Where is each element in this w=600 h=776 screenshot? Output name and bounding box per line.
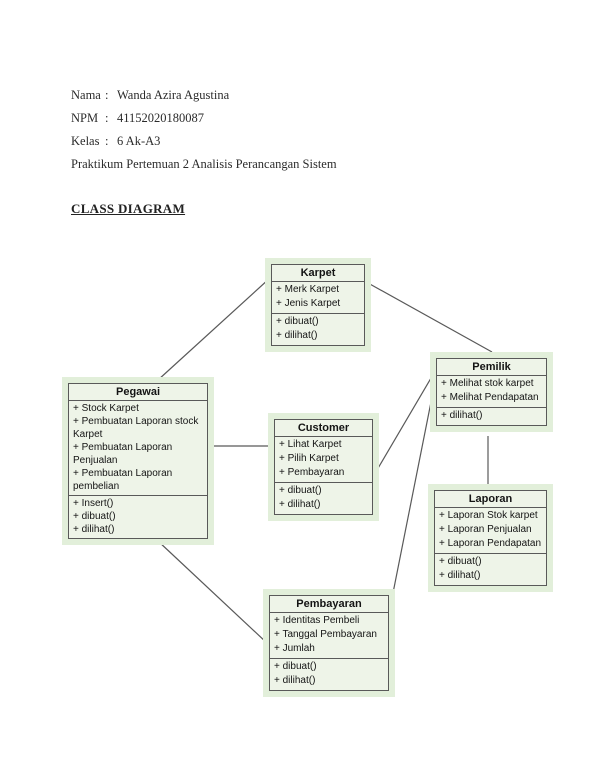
header-label: Nama	[71, 88, 101, 102]
header-line-kelas: Kelas:6 Ak-A3	[71, 130, 337, 153]
section-title: CLASS DIAGRAM	[71, 201, 186, 216]
methods-compartment: + dibuat() + dilihat()	[272, 314, 364, 345]
header-paragraph: Praktikum Pertemuan 2 Analisis Perancang…	[71, 157, 337, 171]
class-box-pembayaran: Pembayaran + Identitas Pembeli + Tanggal…	[263, 589, 395, 697]
class-title: Pembayaran	[270, 596, 388, 613]
header-value: 41152020180087	[117, 111, 205, 125]
header-label: Kelas	[71, 134, 100, 148]
class-attribute: + Tanggal Pembayaran	[274, 629, 377, 640]
methods-compartment: + dibuat() + dilihat()	[435, 554, 546, 585]
attributes-compartment: + Melihat stok karpet + Melihat Pendapat…	[437, 376, 546, 408]
class-method: + Insert()	[73, 498, 114, 509]
class-attribute: + Laporan Penjualan	[439, 524, 532, 535]
header-line-nama: Nama: Wanda Azira Agustina	[71, 84, 337, 107]
class-attribute: + Pembayaran	[279, 467, 345, 478]
class-attribute: + Melihat Pendapatan	[441, 392, 539, 403]
class-method: + dibuat()	[279, 485, 322, 496]
class-method: + dibuat()	[73, 511, 116, 522]
attributes-compartment: + Laporan Stok karpet + Laporan Penjuala…	[435, 508, 546, 554]
header-separator: :	[105, 88, 109, 102]
header-label: NPM	[71, 111, 99, 125]
connector-pegawai-karpet	[157, 277, 271, 381]
class-title: Pegawai	[69, 384, 207, 401]
class-box-laporan: Laporan + Laporan Stok karpet + Laporan …	[428, 484, 553, 592]
header-line-npm: NPM:41152020180087	[71, 107, 337, 130]
class-attribute: + Jenis Karpet	[276, 298, 341, 309]
class-attribute: + Pilih Karpet	[279, 453, 339, 464]
class-attribute: + Jumlah	[274, 643, 315, 654]
class-box-karpet: Karpet + Merk Karpet + Jenis Karpet + di…	[265, 258, 371, 352]
class-attribute: + Pembuatan Laporan Penjualan	[73, 442, 173, 466]
attributes-compartment: + Lihat Karpet + Pilih Karpet + Pembayar…	[275, 437, 372, 483]
class-method: + dibuat()	[276, 316, 319, 327]
class-box-pegawai: Pegawai + Stock Karpet + Pembuatan Lapor…	[62, 377, 214, 545]
class-attribute: + Identitas Pembeli	[274, 615, 360, 626]
header-value: 6 Ak-A3	[117, 134, 161, 148]
connector-pegawai-pembayaran	[157, 540, 268, 644]
class-method: + dilihat()	[276, 330, 318, 341]
class-method: + dibuat()	[439, 556, 482, 567]
class-attribute: + Melihat stok karpet	[441, 378, 534, 389]
class-method: + dilihat()	[73, 524, 115, 535]
header-separator: :	[105, 111, 109, 125]
class-attribute: + Pembuatan Laporan stock Karpet	[73, 416, 199, 440]
class-box-customer: Customer + Lihat Karpet + Pilih Karpet +…	[268, 413, 379, 521]
class-method: + dilihat()	[441, 410, 483, 421]
class-attribute: + Stock Karpet	[73, 403, 139, 414]
methods-compartment: + dibuat() + dilihat()	[275, 483, 372, 514]
class-method: + dilihat()	[439, 570, 481, 581]
connector-karpet-pemilik	[367, 282, 493, 353]
class-title: Laporan	[435, 491, 546, 508]
attributes-compartment: + Stock Karpet + Pembuatan Laporan stock…	[69, 401, 207, 496]
document-header: Nama: Wanda Azira Agustina NPM:4115202018…	[71, 84, 337, 176]
class-attribute: + Lihat Karpet	[279, 439, 342, 450]
class-title: Customer	[275, 420, 372, 437]
class-method: + dilihat()	[274, 675, 316, 686]
header-separator: :	[105, 134, 109, 148]
header-value: Wanda Azira Agustina	[117, 88, 230, 102]
attributes-compartment: + Identitas Pembeli + Tanggal Pembayaran…	[270, 613, 388, 659]
connector-customer-pemilik	[376, 372, 435, 471]
connector-pembayaran-pemilik	[391, 391, 434, 599]
class-attribute: + Pembuatan Laporan pembelian	[73, 468, 173, 492]
class-method: + dibuat()	[274, 661, 317, 672]
methods-compartment: + dibuat() + dilihat()	[270, 659, 388, 690]
class-method: + dilihat()	[279, 499, 321, 510]
class-attribute: + Laporan Pendapatan	[439, 538, 542, 549]
attributes-compartment: + Merk Karpet + Jenis Karpet	[272, 282, 364, 314]
class-title: Karpet	[272, 265, 364, 282]
methods-compartment: + Insert() + dibuat() + dilihat()	[69, 496, 207, 538]
class-attribute: + Merk Karpet	[276, 284, 340, 295]
methods-compartment: + dilihat()	[437, 408, 546, 425]
class-title: Pemilik	[437, 359, 546, 376]
class-box-pemilik: Pemilik + Melihat stok karpet + Melihat …	[430, 352, 553, 432]
class-attribute: + Laporan Stok karpet	[439, 510, 538, 521]
